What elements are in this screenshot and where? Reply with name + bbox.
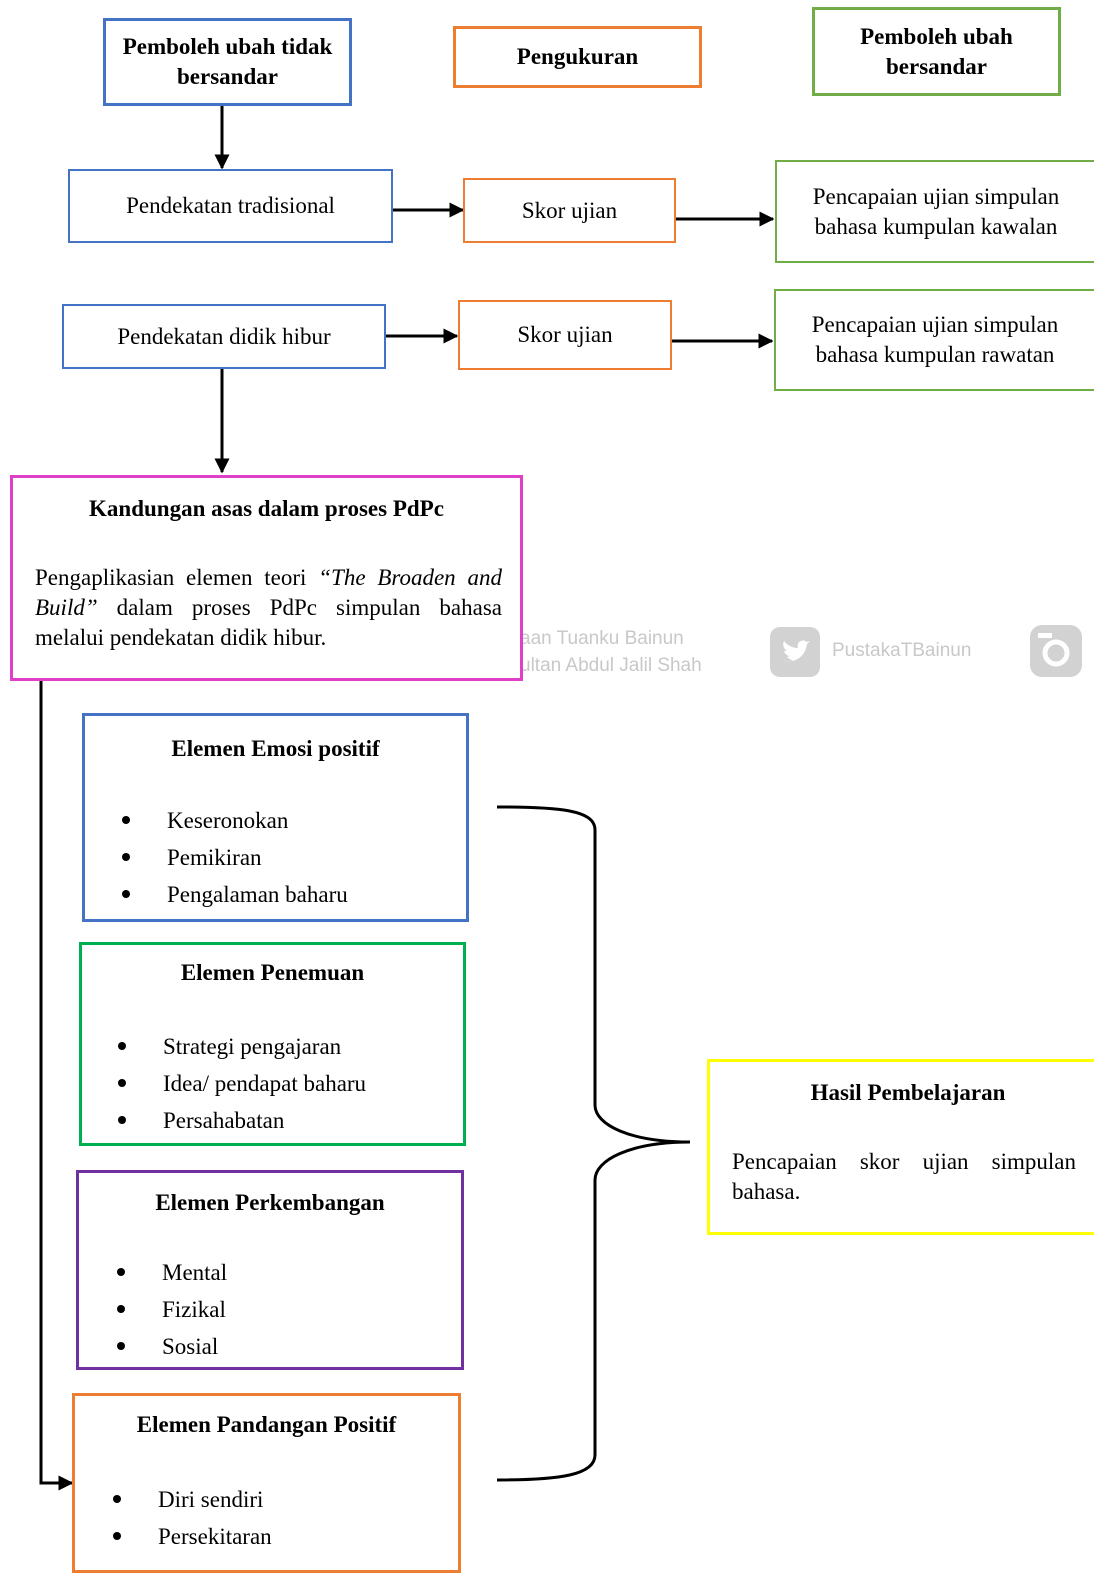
element-title: Elemen Perkembangan <box>155 1190 385 1215</box>
list-item: Strategi pengajaran <box>118 1028 366 1065</box>
element-list: Keseronokan Pemikiran Pengalaman baharu <box>122 802 348 913</box>
bullet-icon <box>122 816 130 824</box>
content-title: Kandungan asas dalam proses PdPc <box>89 496 444 521</box>
brace-to-outcome <box>496 805 691 1482</box>
list-item: Fizikal <box>117 1291 227 1328</box>
didik-hibur-approach-box: Pendekatan didik hibur <box>62 304 386 369</box>
list-item: Persekitaran <box>113 1518 272 1555</box>
bullet-icon <box>113 1495 121 1503</box>
traditional-approach-box: Pendekatan tradisional <box>68 169 393 243</box>
bullet-icon <box>118 1079 126 1087</box>
instagram-icon <box>1030 625 1082 677</box>
watermark-text-1: aan Tuanku Bainun <box>520 628 684 649</box>
list-item: Pengalaman baharu <box>122 876 348 913</box>
bullet-icon <box>118 1116 126 1124</box>
element-list: Strategi pengajaran Idea/ pendapat bahar… <box>118 1028 366 1139</box>
list-item: Sosial <box>117 1328 227 1365</box>
list-item: Persahabatan <box>118 1102 366 1139</box>
bullet-icon <box>117 1342 125 1350</box>
test-score-box-1: Skor ujian <box>463 178 676 243</box>
bullet-icon <box>117 1268 125 1276</box>
list-item: Keseronokan <box>122 802 348 839</box>
twitter-icon <box>770 627 820 677</box>
bullet-icon <box>113 1532 121 1540</box>
control-group-result-box: Pencapaian ujian simpulan bahasa kumpula… <box>775 160 1094 263</box>
learning-outcome-box: Hasil Pembelajaran Pencapaian skor ujian… <box>707 1059 1094 1235</box>
element-list: Diri sendiri Persekitaran <box>113 1481 272 1555</box>
element-penemuan-box: Elemen Penemuan Strategi pengajaran Idea… <box>79 942 466 1146</box>
element-title: Elemen Emosi positif <box>171 736 380 761</box>
element-list: Mental Fizikal Sosial <box>117 1254 227 1365</box>
element-emosi-positif-box: Elemen Emosi positif Keseronokan Pemikir… <box>82 713 469 922</box>
element-perkembangan-box: Elemen Perkembangan Mental Fizikal Sosia… <box>76 1170 464 1370</box>
watermark-handle: PustakaTBainun <box>832 640 972 661</box>
watermark-text-2: ultan Abdul Jalil Shah <box>520 655 702 676</box>
header-independent-variable: Pemboleh ubah tidak bersandar <box>103 18 352 106</box>
list-item: Mental <box>117 1254 227 1291</box>
element-title: Elemen Penemuan <box>180 960 365 985</box>
bullet-icon <box>122 890 130 898</box>
bullet-icon <box>122 853 130 861</box>
bullet-icon <box>118 1042 126 1050</box>
bullet-icon <box>117 1305 125 1313</box>
element-pandangan-positif-box: Elemen Pandangan Positif Diri sendiri Pe… <box>72 1393 461 1573</box>
outcome-title: Hasil Pembelajaran <box>810 1080 1006 1105</box>
content-box: Kandungan asas dalam proses PdPc Pengapl… <box>10 475 523 681</box>
element-title: Elemen Pandangan Positif <box>136 1412 397 1437</box>
list-item: Diri sendiri <box>113 1481 272 1518</box>
list-item: Pemikiran <box>122 839 348 876</box>
list-item: Idea/ pendapat baharu <box>118 1065 366 1102</box>
header-dependent-variable: Pemboleh ubah bersandar <box>812 7 1061 96</box>
content-text: Pengaplikasian elemen teori “The Broaden… <box>35 565 502 650</box>
header-measurement: Pengukuran <box>453 26 702 88</box>
test-score-box-2: Skor ujian <box>458 300 672 370</box>
treatment-group-result-box: Pencapaian ujian simpulan bahasa kumpula… <box>774 289 1094 391</box>
arrow-content-to-pandangan <box>39 680 74 1491</box>
outcome-text: Pencapaian skor ujian simpulan bahasa. <box>732 1149 1076 1204</box>
